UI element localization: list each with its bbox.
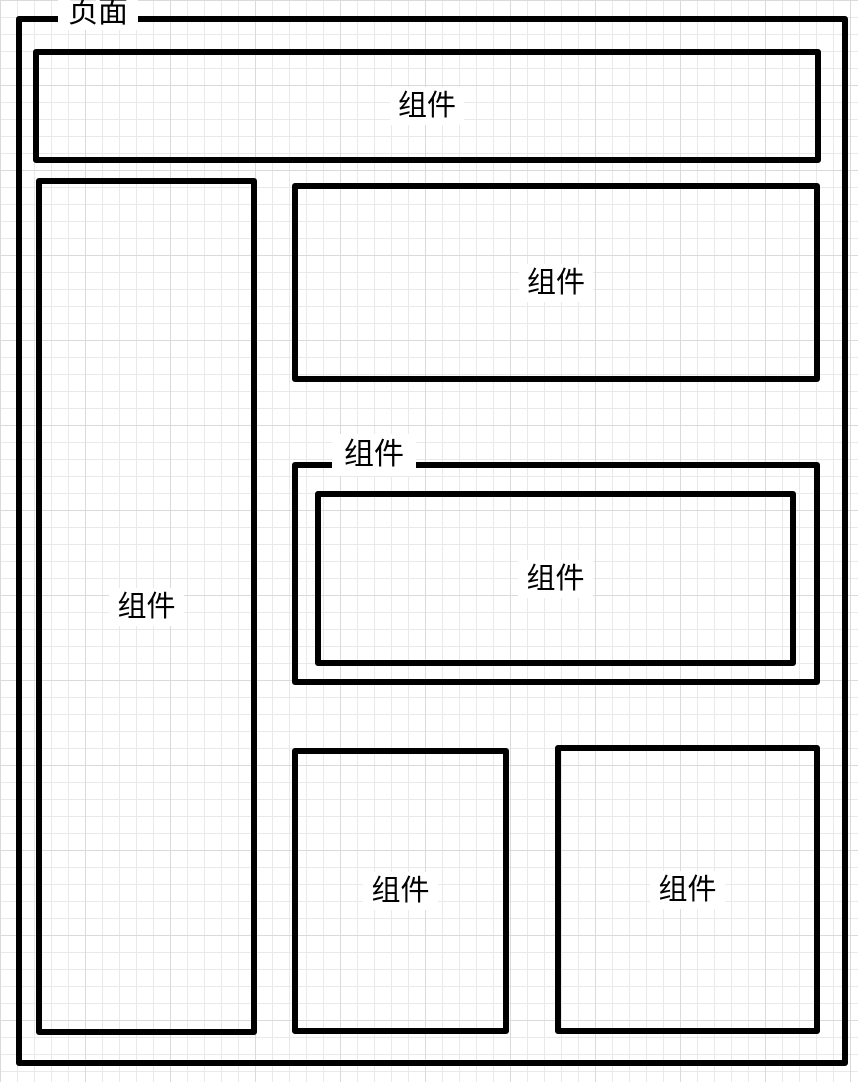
bottom-left-component-shape[interactable]: 组件 xyxy=(292,748,509,1034)
group-component-shape[interactable]: 组件 组件 xyxy=(292,434,820,685)
top-right-component-shape[interactable]: 组件 xyxy=(292,183,820,382)
bottom-left-component-label: 组件 xyxy=(363,872,438,910)
page-frame-shape[interactable]: 页面 xyxy=(16,0,848,1066)
sidebar-component-label: 组件 xyxy=(109,587,184,626)
top-right-component-label: 组件 xyxy=(518,263,593,302)
nested-component-label: 组件 xyxy=(518,559,593,598)
page-frame-label: 页面 xyxy=(58,0,138,30)
bottom-right-component-shape[interactable]: 组件 xyxy=(555,745,820,1034)
bottom-right-component-label: 组件 xyxy=(650,870,725,909)
nested-component-shape[interactable]: 组件 xyxy=(315,491,796,666)
header-component-label: 组件 xyxy=(389,87,464,125)
header-component-shape[interactable]: 组件 xyxy=(33,49,821,163)
group-component-label: 组件 xyxy=(332,434,416,476)
sidebar-component-shape[interactable]: 组件 xyxy=(36,178,257,1035)
